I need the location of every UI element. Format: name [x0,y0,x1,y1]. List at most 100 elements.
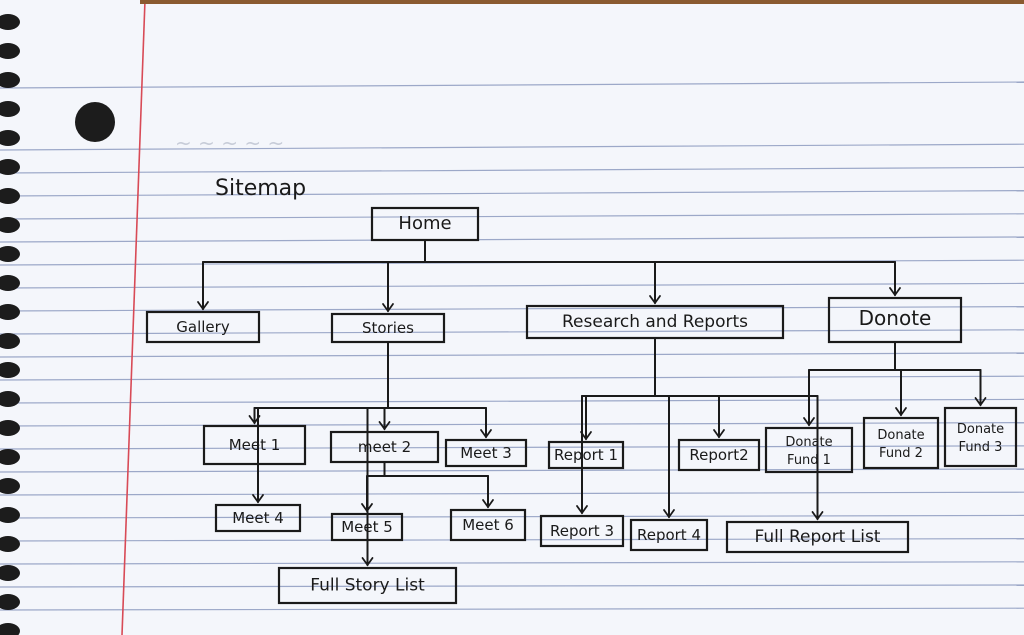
node-label: Donate [957,422,1004,437]
node-box [547,440,625,470]
spiral-ring [0,43,20,59]
ruled-line [0,445,1024,450]
spiral-ring [0,159,20,175]
node-label: Donate [877,428,924,443]
node-box [525,304,785,340]
spiral-ring [0,594,20,610]
ruled-line [0,514,1024,519]
node-fullreport: Full Report List [725,520,910,554]
node-label: Meet 1 [229,436,281,454]
ruled-line [0,352,1024,358]
node-label: Meet 6 [462,516,514,534]
ruled-line [0,143,1024,151]
spiral-ring [0,478,20,494]
node-report4: Report 4 [629,518,709,552]
node-report3: Report 3 [539,514,625,548]
spiral-ring [0,623,20,635]
diagram-title: Sitemap [215,176,306,201]
ruled-line [0,306,1024,312]
ruled-line [0,398,1024,404]
node-box [329,430,440,464]
spiral-ring [0,536,20,552]
node-box [202,424,307,466]
node-label: Fund 2 [879,446,923,461]
ruled-line [0,213,1024,220]
node-box [330,512,404,542]
node-meet4: Meet 4 [214,503,302,533]
node-label: Meet 5 [341,518,393,536]
ruled-line [0,236,1024,243]
node-label: Full Story List [310,576,425,596]
spiral-ring [0,72,20,88]
margin-line [121,0,146,635]
node-box [449,508,527,542]
ruled-line [0,607,1024,611]
arrowhead [649,295,661,305]
node-report2: Report2 [677,438,761,472]
node-label: Stories [362,319,414,337]
node-label: Donate [785,435,832,450]
spiral-ring [0,420,20,436]
arrowhead [482,499,494,509]
node-label: Report 1 [554,446,618,464]
node-report1: Report 1 [547,440,625,470]
arrowhead [889,287,901,297]
node-meet1: Meet 1 [202,424,307,466]
spiral-ring [0,217,20,233]
spiral-ring [0,275,20,291]
node-label: Fund 1 [787,453,831,468]
node-box [330,312,446,344]
ruled-line [0,491,1024,496]
node-box [677,438,761,472]
ruled-line [0,422,1024,427]
ruled-line [0,190,1024,197]
ruled-line [0,561,1024,565]
node-label: Gallery [176,318,230,336]
arrowhead [974,397,987,407]
arrowhead [361,503,373,513]
node-label: Research and Reports [562,312,748,332]
spiral-ring [0,304,20,320]
node-fullstory: Full Story List [277,566,458,605]
node-label: Meet 3 [460,444,512,462]
node-label: Donote [859,306,932,330]
node-home: Home [370,206,480,242]
ruled-line [0,375,1024,381]
ruled-line [0,282,1024,289]
node-box [214,503,302,533]
node-label: Full Report List [755,527,881,547]
node-meet6: Meet 6 [449,508,527,542]
arrowhead [378,421,391,431]
node-box [145,310,261,344]
node-research: Research and Reports [525,304,785,340]
ruled-line [0,468,1024,473]
arrowhead [361,557,374,567]
node-label: Report 4 [637,526,701,544]
spiral-ring [0,188,20,204]
ruled-line [0,81,1024,89]
node-box [862,416,940,470]
punch-hole [75,102,115,142]
node-box [539,514,625,548]
node-box [827,296,963,344]
arrowhead [197,301,209,311]
node-label: Meet 4 [232,509,284,527]
node-meet3: Meet 3 [444,438,528,468]
node-meet2: meet 2 [329,430,440,464]
node-donate: Donote [827,296,963,344]
node-box [444,438,528,468]
node-box [764,426,854,474]
spiral-ring [0,362,20,378]
node-box [370,206,480,242]
node-stories: Stories [330,312,446,344]
node-label: meet 2 [358,438,411,456]
faded-header: ~ ~ ~ ~ ~ [175,131,284,155]
node-label: Report 3 [550,522,614,540]
node-label: Home [398,213,451,234]
node-gallery: Gallery [145,310,261,344]
spiral-ring [0,14,20,30]
